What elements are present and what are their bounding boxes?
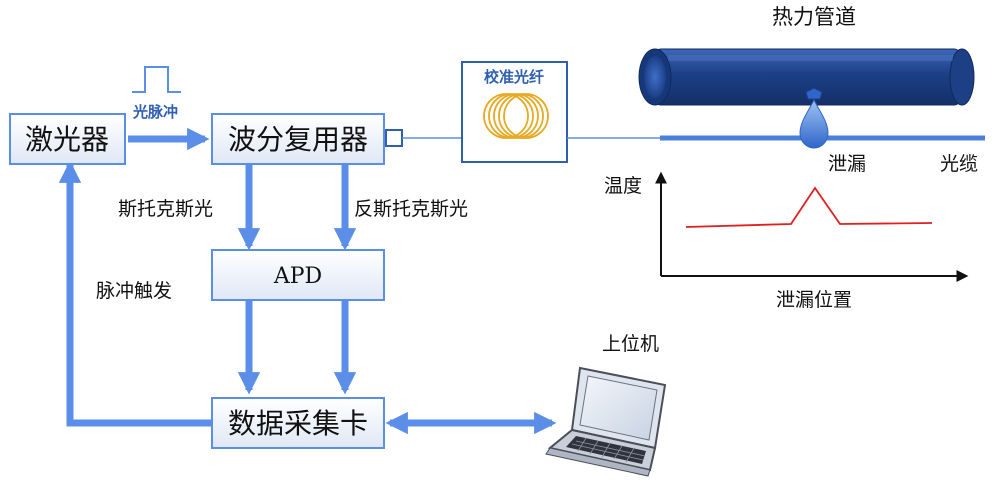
wdm-label: 波分复用器 bbox=[228, 123, 368, 156]
heat-pipe-icon bbox=[638, 48, 975, 106]
temperature-curve bbox=[685, 186, 933, 228]
laptop-icon bbox=[545, 366, 667, 477]
temperature-axis-label: 温度 bbox=[604, 175, 642, 197]
connector-arrows bbox=[58, 127, 557, 435]
apd-label: APD bbox=[273, 264, 322, 289]
calibration-fiber-label: 校准光纤 bbox=[484, 68, 544, 86]
laser-box: 激光器 bbox=[9, 113, 126, 165]
wdm-box: 波分复用器 bbox=[211, 113, 385, 165]
daq-box: 数据采集卡 bbox=[211, 397, 385, 449]
square-pulse-icon bbox=[132, 66, 181, 93]
anti-stokes-label: 反斯托克斯光 bbox=[354, 198, 468, 220]
daq-label: 数据采集卡 bbox=[228, 407, 368, 440]
apd-box: APD bbox=[211, 249, 385, 301]
leak-label: 泄漏 bbox=[828, 153, 866, 175]
leak-drop-icon bbox=[799, 87, 829, 149]
heat-pipe-label: 热力管道 bbox=[772, 5, 856, 29]
pulse-trigger-label: 脉冲触发 bbox=[96, 280, 172, 302]
calibration-fiber-box: 校准光纤 bbox=[461, 61, 568, 163]
host-computer-label: 上位机 bbox=[602, 333, 659, 355]
arrow-pulse-trigger bbox=[58, 160, 212, 427]
laser-label: 激光器 bbox=[25, 123, 109, 156]
temperature-plot: 温度 泄漏位置 bbox=[604, 171, 969, 311]
stokes-label: 斯托克斯光 bbox=[118, 198, 213, 220]
fiber-coil-icon bbox=[483, 93, 549, 139]
light-pulse-label: 光脉冲 bbox=[132, 103, 178, 121]
leak-position-label: 泄漏位置 bbox=[776, 289, 852, 311]
cable-label: 光缆 bbox=[940, 153, 978, 175]
wdm-output-port bbox=[385, 129, 403, 147]
